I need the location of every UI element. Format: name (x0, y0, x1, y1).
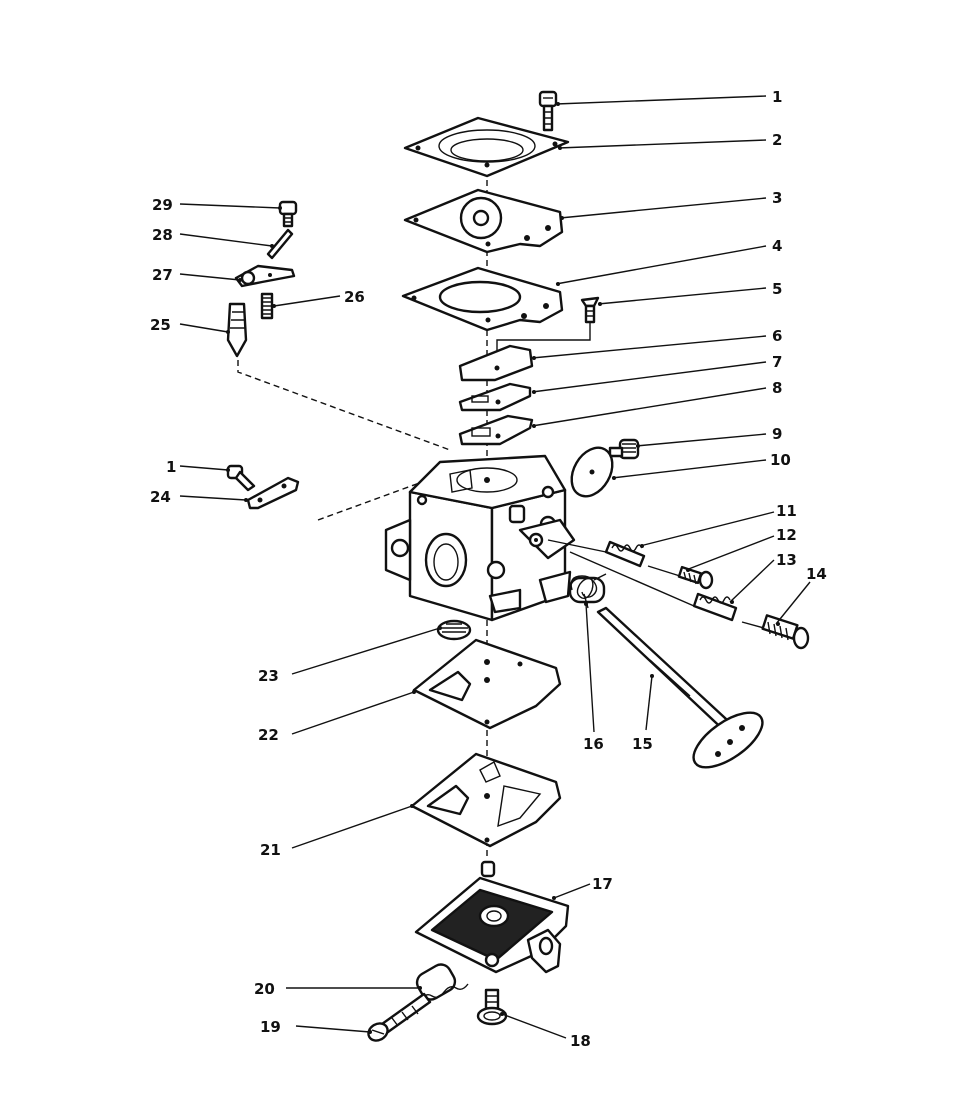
callout-5: 5 (772, 280, 782, 298)
part-28-pin (266, 228, 294, 260)
callout-26: 26 (344, 288, 365, 306)
callout-1-left: 1 (166, 458, 176, 476)
needle-axis-line (547, 539, 695, 607)
callout-labels: 1 2 3 4 5 6 7 8 9 10 11 12 13 14 15 16 1… (150, 88, 827, 1050)
part-10-screen-disc (570, 446, 614, 498)
part-1-left-screw (226, 464, 256, 492)
callout-29: 29 (152, 196, 173, 214)
part-23-filter-screen (436, 619, 472, 641)
part-24-plate (246, 476, 300, 510)
callout-3: 3 (772, 189, 782, 207)
callout-24: 24 (150, 488, 171, 506)
callout-7: 7 (772, 353, 782, 371)
part-17-metering-cover (414, 860, 570, 974)
part-18-screw (476, 988, 508, 1026)
callout-2: 2 (772, 131, 782, 149)
part-27-lever (234, 264, 296, 288)
part-21-diaphragm (410, 752, 562, 848)
callout-28: 28 (152, 226, 173, 244)
part-15-throttle-shaft (596, 606, 764, 769)
callout-15: 15 (632, 735, 653, 753)
part-22-gasket (412, 638, 562, 730)
callout-14: 14 (806, 565, 827, 583)
part-7-valve-plate (458, 382, 532, 412)
callout-13: 13 (776, 551, 797, 569)
leader-lines (179, 95, 811, 1039)
carburetor-body (384, 454, 576, 622)
callout-16: 16 (583, 735, 604, 753)
callout-25: 25 (150, 316, 171, 334)
part-12-needle-screw (647, 565, 714, 590)
part-1-screw (538, 90, 558, 132)
part-13-spring (692, 592, 738, 622)
part-9-inlet-fitting (608, 438, 640, 460)
callout-10: 10 (770, 451, 791, 469)
callout-17: 17 (592, 875, 613, 893)
callout-20: 20 (254, 980, 275, 998)
callout-22: 22 (258, 726, 279, 744)
callout-23: 23 (258, 667, 279, 685)
part-8-valve-gasket (458, 414, 534, 446)
part-14-needle-screw (741, 614, 810, 650)
callout-1: 1 (772, 88, 782, 106)
part-4-gasket (401, 266, 564, 332)
part-25-inlet-needle (226, 302, 248, 358)
callout-18: 18 (570, 1032, 591, 1050)
part-6-valve-lever (458, 344, 534, 382)
part-16-spring (568, 573, 607, 609)
part-19-screw (367, 992, 432, 1042)
part-3-pump-diaphragm (403, 188, 564, 254)
alignment-line-needle (237, 360, 451, 451)
callout-4: 4 (772, 237, 782, 255)
part-20-spring (415, 963, 469, 1001)
callout-19: 19 (260, 1018, 281, 1036)
callout-11: 11 (776, 502, 797, 520)
part-26-spring (260, 292, 274, 320)
callout-27: 27 (152, 266, 173, 284)
part-29-screw (278, 200, 298, 228)
callout-9: 9 (772, 425, 782, 443)
part-11-spring (604, 540, 646, 568)
callout-12: 12 (776, 526, 797, 544)
callout-21: 21 (260, 841, 281, 859)
callout-8: 8 (772, 379, 782, 397)
callout-6: 6 (772, 327, 782, 345)
part-2-cover-plate (403, 116, 570, 178)
